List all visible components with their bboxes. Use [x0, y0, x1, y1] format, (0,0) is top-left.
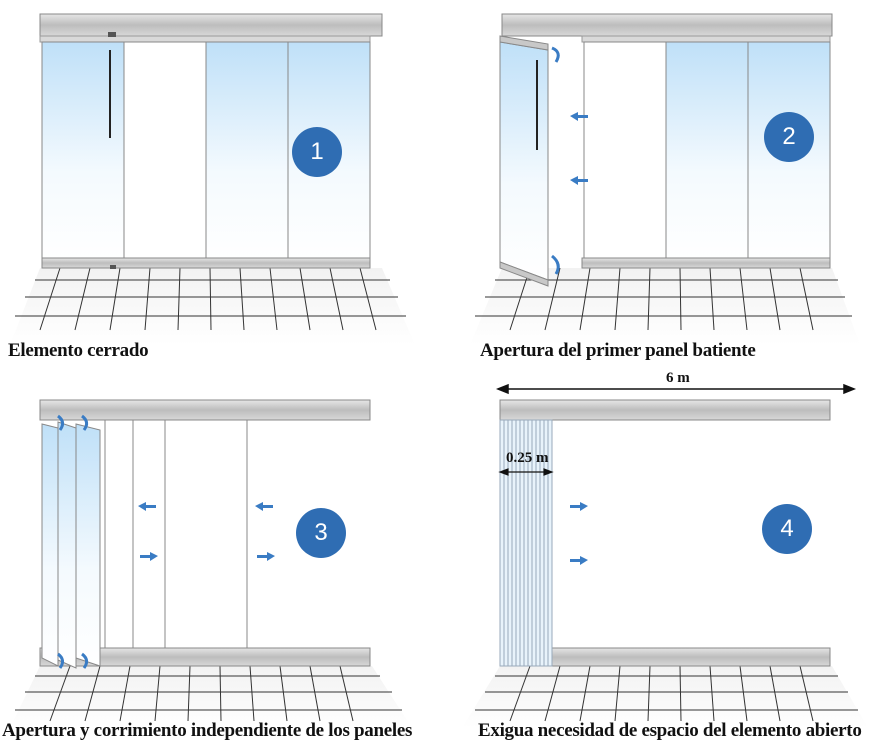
step-number-badge: 1 [292, 127, 342, 177]
panel-width-label: 0.25 m [506, 450, 549, 466]
diagram-step-3: 3 Apertura y corrimiento independiente d… [0, 376, 440, 752]
step-caption: Apertura del primer panel batiente [480, 340, 756, 361]
closed-element-illustration [10, 13, 415, 345]
total-width-label: 6 m [666, 370, 690, 386]
panel-width-dimension [498, 468, 554, 476]
slide-arrows [570, 112, 588, 185]
step-number-badge: 2 [764, 112, 814, 162]
step-caption: Exigua necesidad de espacio del elemento… [478, 720, 862, 741]
step-caption: Elemento cerrado [8, 340, 149, 361]
step-caption: Apertura y corrimiento independiente de … [2, 720, 413, 741]
slide-arrows [138, 502, 275, 561]
panels-sliding-illustration [10, 399, 412, 728]
first-panel-opening-illustration [470, 13, 860, 345]
open-element-illustration [462, 383, 868, 728]
slide-arrows [570, 502, 588, 565]
step-number-badge: 4 [762, 504, 812, 554]
diagram-step-4: 6 m 0.25 m 4 Exigua necesidad de espacio… [440, 370, 880, 752]
total-width-dimension [495, 383, 857, 395]
step-number-badge: 3 [296, 508, 346, 558]
diagram-step-2: 2 Apertura del primer panel batiente [440, 0, 880, 376]
folded-panel-stack [499, 419, 553, 667]
diagram-step-1: 1 Elemento cerrado [0, 0, 440, 376]
